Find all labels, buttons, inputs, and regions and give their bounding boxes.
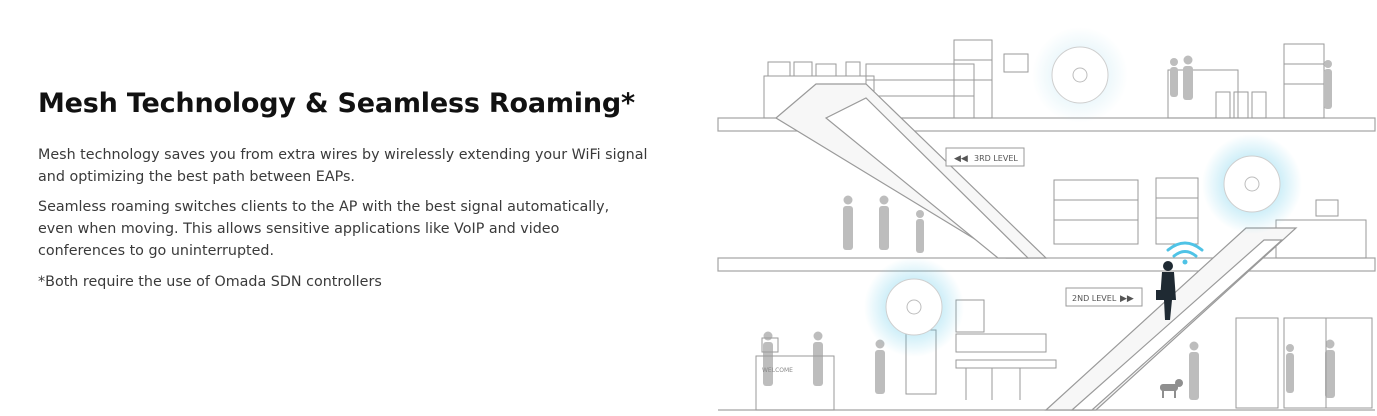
escalator-upper — [774, 83, 1048, 259]
level-3-sign: ◀◀ 3RD LEVEL — [945, 147, 1025, 167]
roaming-description: Seamless roaming switches clients to the… — [38, 199, 610, 259]
dog-icon — [1160, 379, 1183, 398]
feature-text-block: Mesh Technology & Seamless Roaming* Mesh… — [38, 86, 648, 293]
level-2-sign: 2ND LEVEL ▶▶ — [1065, 287, 1143, 307]
footnote: *Both require the use of Omada SDN contr… — [38, 274, 382, 290]
access-point-bottom — [864, 257, 964, 357]
svg-text:3RD LEVEL: 3RD LEVEL — [974, 154, 1018, 163]
svg-text:2ND LEVEL: 2ND LEVEL — [1072, 294, 1117, 303]
welcome-sign: WELCOME — [762, 367, 793, 374]
wifi-signal-icon — [1166, 241, 1204, 265]
access-point-middle — [1202, 134, 1302, 234]
svg-text:◀◀: ◀◀ — [954, 154, 968, 164]
roaming-user-figure — [1156, 261, 1176, 320]
mall-illustration: WELCOME ◀◀ 3RD LEVEL 2ND LEVEL ▶▶ — [716, 0, 1377, 416]
page-title: Mesh Technology & Seamless Roaming* — [38, 88, 635, 119]
access-point-top — [1032, 27, 1128, 123]
mesh-description: Mesh technology saves you from extra wir… — [38, 147, 648, 185]
escalator-lower — [1044, 227, 1298, 411]
people-silhouettes — [763, 55, 1335, 400]
svg-text:▶▶: ▶▶ — [1120, 294, 1134, 304]
